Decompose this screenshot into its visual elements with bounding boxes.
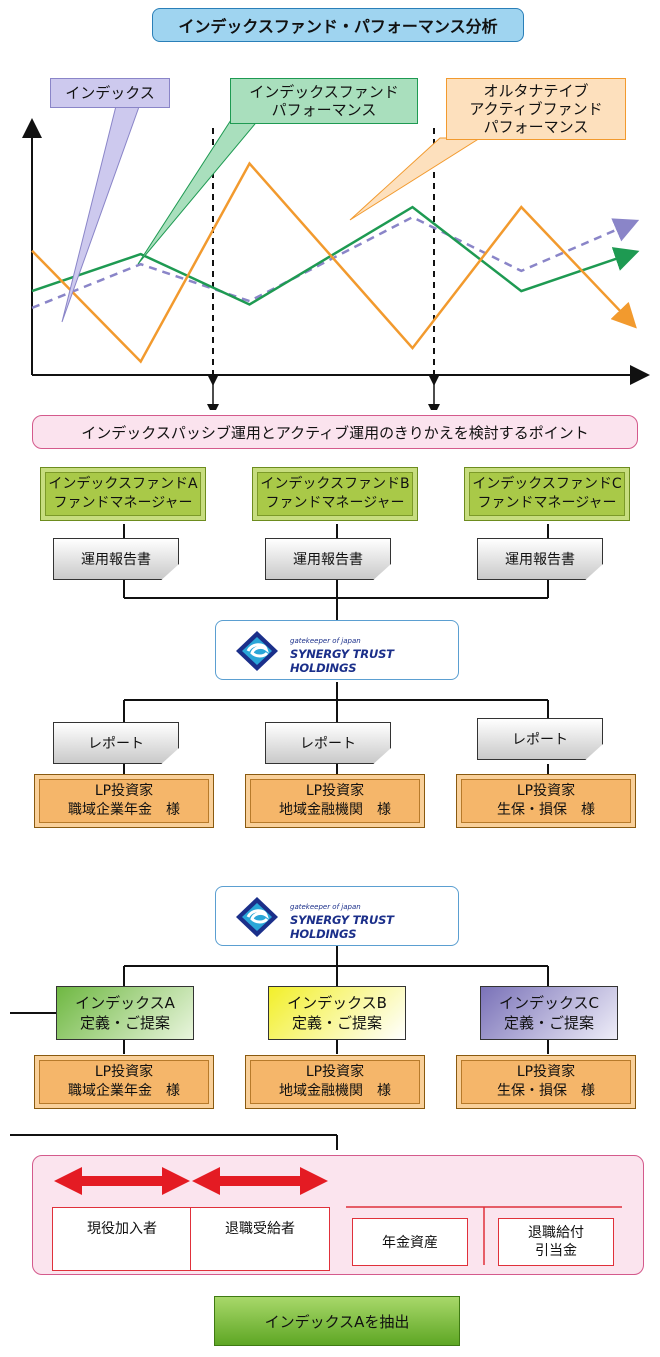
callout-pointer-index-fund [137,105,272,265]
index-proposal-c: インデックスC 定義・ご提案 [480,986,618,1040]
red-double-arrow-1 [54,1167,190,1195]
synergy-logo-box-1: gatekeeper of japan SYNERGY TRUST HOLDIN… [215,620,459,680]
synergy-logo-icon [236,631,278,671]
switch-point-label: インデックスパッシブ運用とアクティブ運用のきりかえを検討するポイント [32,415,638,449]
lp-investor-insurance-2: LP投資家 生保・損保 様 [456,1055,636,1109]
retirees-cell: 退職受給者 [190,1207,330,1271]
retirement-reserve-cell: 退職給付 引当金 [498,1218,614,1266]
lp-investor-regional-bank: LP投資家 地域金融機関 様 [245,774,425,828]
report-doc-c: 運用報告書 [477,538,603,580]
page-title: インデックスファンド・パフォーマンス分析 [152,8,524,42]
performance-chart [22,89,650,410]
lp-investor-regional-bank-2: LP投資家 地域金融機関 様 [245,1055,425,1109]
red-double-arrow-2 [192,1167,328,1195]
callout-index: インデックス [50,78,170,108]
series-alt-active-line [31,161,637,364]
callout-alt-active-performance: オルタナテイブ アクティブファンド パフォーマンス [446,78,626,140]
fund-manager-a: インデックスファンドA ファンドマネージャー [40,467,206,521]
index-proposal-b: インデックスB 定義・ご提案 [268,986,406,1040]
logo-tagline: gatekeeper of japan [290,903,361,911]
report-b: レポート [265,722,391,764]
synergy-logo-icon [236,897,278,937]
report-doc-a: 運用報告書 [53,538,179,580]
logo-name: SYNERGY TRUST HOLDINGS [290,913,394,941]
upper-tree-connectors [123,524,549,774]
callout-pointer-index [61,89,146,323]
report-a: レポート [53,722,179,764]
series-index-line [31,215,640,310]
lower-tree-connectors [10,946,549,1150]
logo-tagline: gatekeeper of japan [290,637,361,645]
callout-index-fund-performance: インデックスファンド パフォーマンス [230,78,418,124]
report-c: レポート [477,718,603,760]
lp-investor-pension-2: LP投資家 職域企業年金 様 [34,1055,214,1109]
pension-assets-cell: 年金資産 [352,1218,468,1266]
report-doc-b: 運用報告書 [265,538,391,580]
lp-investor-insurance: LP投資家 生保・損保 様 [456,774,636,828]
index-proposal-a: インデックスA 定義・ご提案 [56,986,194,1040]
lp-investor-pension: LP投資家 職域企業年金 様 [34,774,214,828]
extract-index-a: インデックスAを抽出 [214,1296,460,1346]
logo-name: SYNERGY TRUST HOLDINGS [290,647,394,675]
current-members-cell: 現役加入者 [52,1207,192,1271]
pension-panel-graphics [54,1167,622,1265]
fund-manager-b: インデックスファンドB ファンドマネージャー [252,467,418,521]
fund-manager-c: インデックスファンドC ファンドマネージャー [464,467,630,521]
synergy-logo-box-2: gatekeeper of japan SYNERGY TRUST HOLDIN… [215,886,459,946]
